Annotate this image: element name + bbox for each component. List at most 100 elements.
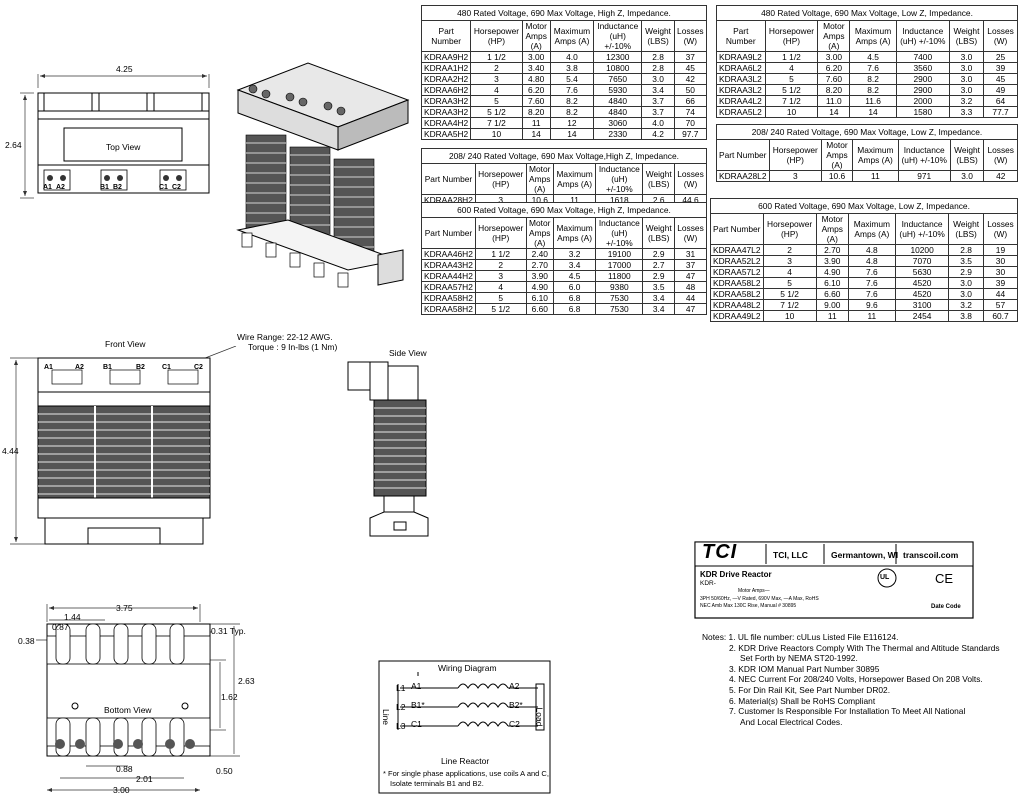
table-cell: 42 bbox=[983, 170, 1018, 182]
dim-top-width: 4.25 bbox=[116, 64, 133, 74]
side-view-label: Side View bbox=[389, 348, 427, 358]
table-cell: 5 1/2 bbox=[470, 106, 523, 118]
table-cell: 7.60 bbox=[521, 95, 551, 107]
column-header: Part Number bbox=[716, 139, 770, 171]
table-cell: 7070 bbox=[894, 255, 950, 267]
table-cell: 2.8 bbox=[641, 62, 675, 74]
table-cell: 66 bbox=[673, 95, 708, 107]
part-number-cell: KDRAA3H2 bbox=[420, 106, 472, 118]
column-header: Part Number bbox=[421, 163, 476, 195]
table-cell: 48 bbox=[674, 281, 707, 293]
dim-bottom-031: 0.31 Typ. bbox=[211, 626, 246, 636]
column-header: Losses (W) bbox=[983, 20, 1018, 52]
part-number-cell: KDRAA46H2 bbox=[421, 248, 476, 260]
table-cell: 37 bbox=[674, 259, 707, 271]
column-header: Part Number bbox=[421, 217, 476, 249]
top-terminal-b1: B1 bbox=[100, 184, 109, 191]
table-cell: 1 1/2 bbox=[764, 51, 819, 63]
nameplate-line2: KDR- bbox=[700, 580, 716, 587]
wiring-l3: L3 bbox=[396, 721, 406, 731]
table-cell: 6.8 bbox=[552, 292, 597, 304]
line-reactor-label: Line Reactor bbox=[441, 756, 490, 766]
part-number-cell: KDRAA57L2 bbox=[710, 266, 764, 278]
column-header: Weight (LBS) bbox=[641, 20, 675, 52]
table-cell: 3.2 bbox=[948, 299, 984, 311]
part-number-cell: KDRAA52L2 bbox=[710, 255, 764, 267]
nameplate-brand-logo: TCI bbox=[702, 541, 738, 563]
table-cell: 6.10 bbox=[525, 292, 554, 304]
column-header: Motor Amps (A) bbox=[815, 213, 849, 245]
table-cell: 5 1/2 bbox=[764, 84, 819, 96]
column-header: Maximum Amps (A) bbox=[847, 213, 896, 245]
table-cell: 2454 bbox=[894, 310, 950, 322]
dim-bottom-201: 2.01 bbox=[136, 774, 153, 784]
table-cell: 2 bbox=[470, 62, 523, 74]
table-cell: 3.4 bbox=[552, 259, 597, 271]
table-cell: 8.20 bbox=[817, 84, 851, 96]
table-cell: 14 bbox=[849, 106, 897, 118]
table-cell: 6.10 bbox=[815, 277, 849, 289]
wiring-b2: B2* bbox=[509, 700, 523, 710]
table-cell: 1 1/2 bbox=[474, 248, 527, 260]
part-number-cell: KDRAA5H2 bbox=[420, 128, 472, 140]
front-terminal-b1: B1 bbox=[103, 364, 112, 371]
table-cell: 7.6 bbox=[847, 277, 896, 289]
part-number-cell: KDRAA4L2 bbox=[716, 95, 766, 107]
top-view-drawing bbox=[20, 74, 210, 199]
table-cell: 1580 bbox=[895, 106, 950, 118]
table-cell: 2900 bbox=[895, 84, 950, 96]
part-number-cell: KDRAA47L2 bbox=[710, 244, 764, 256]
table-cell: 57 bbox=[982, 299, 1019, 311]
table-cell: 4.2 bbox=[641, 128, 675, 140]
top-terminal-a1: A1 bbox=[43, 184, 52, 191]
wiring-l1: L1 bbox=[396, 683, 406, 693]
column-header: Motor Amps (A) bbox=[821, 139, 853, 171]
table-cell: 6.60 bbox=[815, 288, 849, 300]
column-header: Inductance (uH) +/-10% bbox=[593, 20, 643, 52]
table-cell: 11.0 bbox=[817, 95, 851, 107]
column-header: Losses (W) bbox=[674, 217, 707, 249]
table-cell: 11 bbox=[815, 310, 849, 322]
table-cell: 3.0 bbox=[949, 170, 985, 182]
table-cell: 3 bbox=[470, 73, 523, 85]
table-cell: 4520 bbox=[894, 277, 950, 289]
table-cell: 4.0 bbox=[641, 117, 675, 129]
torque-callout: Torque : 9 In-lbs (1 Nm) bbox=[248, 342, 338, 352]
table-cell: 2900 bbox=[895, 73, 950, 85]
table-cell: 7.60 bbox=[817, 73, 851, 85]
dim-bottom-375: 3.75 bbox=[116, 603, 133, 613]
wiring-c2: C2 bbox=[509, 719, 520, 729]
table-cell: 7 1/2 bbox=[764, 95, 819, 107]
part-number-cell: KDRAA9H2 bbox=[420, 51, 472, 63]
table-cell: 7650 bbox=[593, 73, 643, 85]
table-cell: 7.6 bbox=[847, 266, 896, 278]
column-header: Maximum Amps (A) bbox=[552, 217, 597, 249]
table-208-240-low-z: 208/ 240 Rated Voltage, 690 Max Voltage,… bbox=[716, 124, 1018, 182]
table-cell: 45 bbox=[983, 73, 1018, 85]
table-cell: 30 bbox=[982, 255, 1019, 267]
table-600-low-z: 600 Rated Voltage, 690 Max Voltage, Low … bbox=[710, 198, 1019, 322]
table-cell: 12 bbox=[549, 117, 595, 129]
dim-front-height: 4.44 bbox=[2, 446, 19, 456]
dim-bottom-300: 3.00 bbox=[113, 785, 130, 795]
column-header: Motor Amps (A) bbox=[521, 20, 551, 52]
table-cell: 17000 bbox=[595, 259, 644, 271]
table-cell: 6.20 bbox=[521, 84, 551, 96]
table-cell: 8.2 bbox=[549, 95, 595, 107]
column-header: Horsepower (HP) bbox=[764, 20, 819, 52]
part-number-cell: KDRAA28L2 bbox=[716, 170, 770, 182]
table-cell: 10 bbox=[470, 128, 523, 140]
table-cell: 4.8 bbox=[847, 244, 896, 256]
part-number-cell: KDRAA2H2 bbox=[420, 73, 472, 85]
table-cell: 7400 bbox=[895, 51, 950, 63]
table-cell: 3 bbox=[762, 255, 817, 267]
table-cell: 4.80 bbox=[521, 73, 551, 85]
